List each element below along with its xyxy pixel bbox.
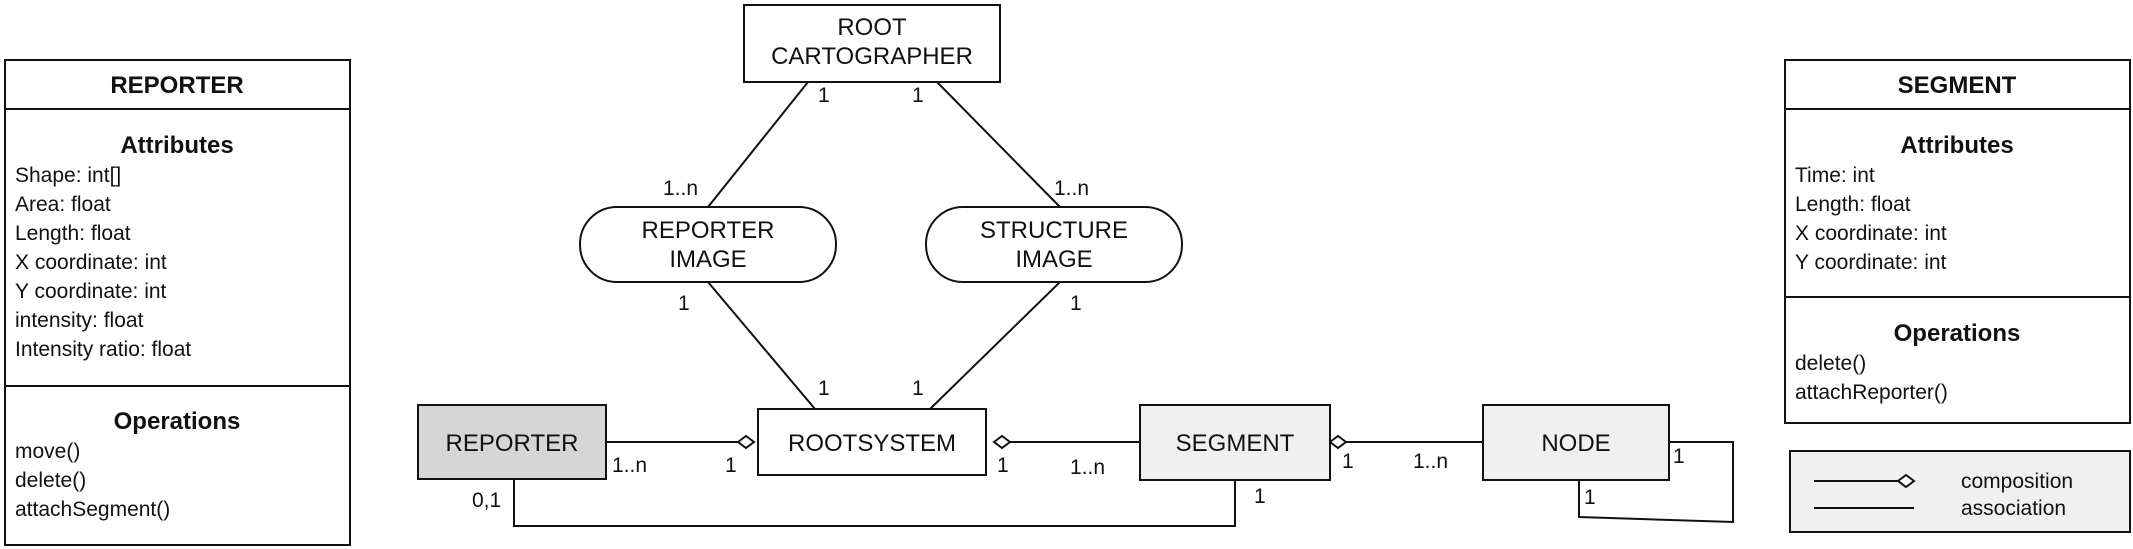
multiplicity-label: 1 <box>1070 292 1082 315</box>
structure-image-frame <box>925 206 1183 283</box>
multiplicity-label: 1 <box>1342 450 1354 473</box>
operation-item: attachReporter() <box>1795 381 1948 404</box>
reporter-class-box: REPORTER Attributes Shape: int[] Area: f… <box>4 59 351 546</box>
reporter-image-label-line1: REPORTER <box>642 217 775 244</box>
multiplicity-label: 0,1 <box>472 489 501 512</box>
multiplicity-label: 1..n <box>612 454 647 477</box>
root-cartographer-label-line2: CARTOGRAPHER <box>771 43 973 70</box>
legend: composition association <box>1789 450 2131 533</box>
segment-class-title: SEGMENT <box>1898 72 2017 99</box>
attribute-item: Length: float <box>1795 193 1911 216</box>
multiplicity-labels: 1 1 1..n 1..n 1 1 1 1 1..n 1 1 1..n 1 1.… <box>472 84 1685 512</box>
attribute-item: Length: float <box>15 222 131 245</box>
multiplicity-label: 1..n <box>663 177 698 200</box>
segment-class-box: SEGMENT Attributes Time: int Length: flo… <box>1784 59 2131 424</box>
segment-label: SEGMENT <box>1176 430 1295 457</box>
composition-diamond-rootsystem-left <box>736 434 756 450</box>
root-cartographer-frame <box>743 4 1001 83</box>
node-rootsystem: ROOTSYSTEM <box>757 408 987 476</box>
attribute-item: intensity: float <box>15 309 144 332</box>
edge-reporter-segment <box>513 479 1236 527</box>
edge-node-self <box>1578 441 1734 524</box>
attribute-item: X coordinate: int <box>1795 222 1947 245</box>
reporter-frame <box>417 404 607 480</box>
segment-frame <box>1139 404 1331 481</box>
multiplicity-label: 1 <box>725 454 737 477</box>
reporter-class-frame <box>4 59 351 546</box>
composition-diamonds <box>736 434 1348 450</box>
connectors <box>513 81 1734 527</box>
reporter-image-label-line2: IMAGE <box>669 246 746 273</box>
attribute-item: Area: float <box>15 193 111 216</box>
reporter-label: REPORTER <box>446 430 579 457</box>
structure-image-label-line2: IMAGE <box>1015 246 1092 273</box>
multiplicity-label: 1 <box>818 377 830 400</box>
edge-reporterimage-rootsystem <box>707 281 816 410</box>
attribute-item: X coordinate: int <box>15 251 167 274</box>
multiplicity-label: 1 <box>818 84 830 107</box>
attributes-heading: Attributes <box>120 132 233 159</box>
root-cartographer-label-line1: ROOT <box>837 14 907 41</box>
edge-rootcartographer-reporterimage <box>707 81 809 208</box>
structure-image-label-line1: STRUCTURE <box>980 217 1128 244</box>
legend-association-label: association <box>1961 497 2066 520</box>
multiplicity-label: 1 <box>912 84 924 107</box>
composition-diamond-rootsystem-right <box>992 434 1012 450</box>
attributes-heading: Attributes <box>1900 132 2013 159</box>
multiplicity-label: 1 <box>1254 485 1266 508</box>
node-reporter-image: REPORTER IMAGE <box>579 206 837 283</box>
multiplicity-label: 1 <box>912 377 924 400</box>
operation-item: delete() <box>15 469 86 492</box>
node-reporter: REPORTER <box>417 404 607 480</box>
node-label: NODE <box>1541 430 1610 457</box>
attribute-item: Y coordinate: int <box>1795 251 1947 274</box>
multiplicity-label: 1 <box>1673 445 1685 468</box>
attribute-item: Shape: int[] <box>15 164 121 187</box>
reporter-class-title: REPORTER <box>110 72 243 99</box>
node-root-cartographer: ROOT CARTOGRAPHER <box>743 4 1001 83</box>
edge-rootcartographer-structureimage <box>936 81 1061 208</box>
multiplicity-label: 1..n <box>1054 177 1089 200</box>
legend-composition-label: composition <box>1961 470 2073 493</box>
rootsystem-frame <box>757 408 987 476</box>
multiplicity-label: 1..n <box>1070 456 1105 479</box>
node-frame <box>1482 404 1670 481</box>
node-structure-image: STRUCTURE IMAGE <box>925 206 1183 283</box>
operation-item: delete() <box>1795 352 1866 375</box>
legend-frame <box>1789 450 2131 533</box>
composition-diamond-segment-right <box>1328 434 1348 450</box>
multiplicity-label: 1 <box>997 454 1009 477</box>
operations-heading: Operations <box>114 408 241 435</box>
attribute-item: Y coordinate: int <box>15 280 167 303</box>
legend-composition-diamond <box>1896 473 1916 489</box>
operation-item: attachSegment() <box>15 498 170 521</box>
attribute-item: Intensity ratio: float <box>15 338 191 361</box>
edge-structureimage-rootsystem <box>929 281 1061 410</box>
multiplicity-label: 1..n <box>1413 450 1448 473</box>
operations-heading: Operations <box>1894 320 2021 347</box>
node-segment: SEGMENT <box>1139 404 1331 481</box>
rootsystem-label: ROOTSYSTEM <box>788 430 956 457</box>
operation-item: move() <box>15 440 80 463</box>
multiplicity-label: 1 <box>1584 486 1596 509</box>
attribute-item: Time: int <box>1795 164 1875 187</box>
reporter-image-frame <box>579 206 837 283</box>
multiplicity-label: 1 <box>678 292 690 315</box>
segment-class-frame <box>1784 59 2131 424</box>
node-node: NODE <box>1482 404 1670 481</box>
